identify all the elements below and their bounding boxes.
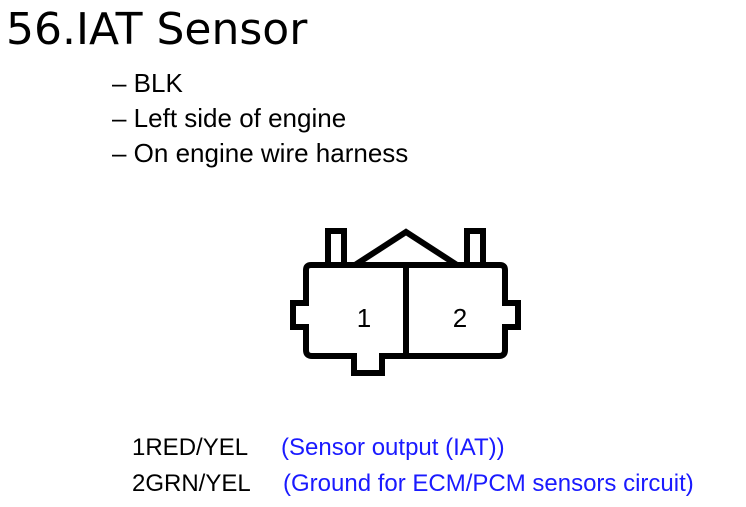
pin-wire: 1RED/YEL [132,434,249,461]
right-latch [464,228,486,265]
bullet-color: – BLK [112,68,183,98]
sensor-details: – BLK – Left side of engine – On engine … [112,66,408,171]
pin-description: (Ground for ECM/PCM sensors circuit) [283,470,694,497]
pin-wire: 2GRN/YEL [132,470,251,497]
page-title: 56.IAT Sensor [6,4,308,55]
bullet-harness: – On engine wire harness [112,138,409,168]
center-roof [353,228,459,268]
left-latch [325,228,347,265]
pin-description: (Sensor output (IAT)) [281,434,505,461]
connector-body [290,262,521,376]
terminal-2-label: 2 [453,303,467,333]
terminal-1-label: 1 [357,303,371,333]
bullet-location: – Left side of engine [112,103,347,133]
